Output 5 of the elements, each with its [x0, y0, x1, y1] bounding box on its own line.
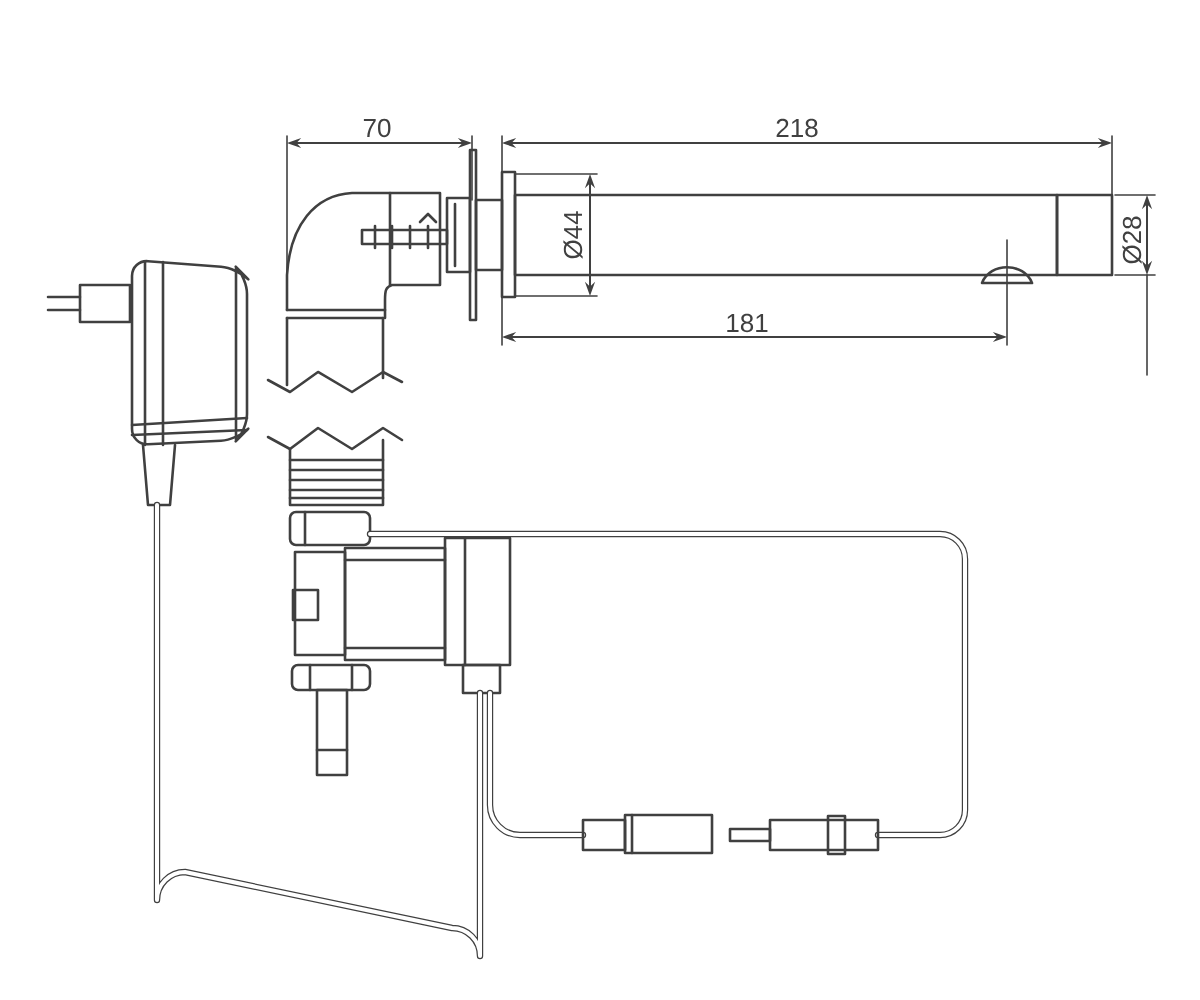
dimension-label: 181 [727, 313, 768, 333]
dimension-label: Ø28 [1122, 216, 1142, 264]
dimension-label: 70 [363, 118, 391, 138]
dimension-label: Ø44 [563, 211, 583, 259]
dimension-label: 218 [776, 118, 818, 138]
